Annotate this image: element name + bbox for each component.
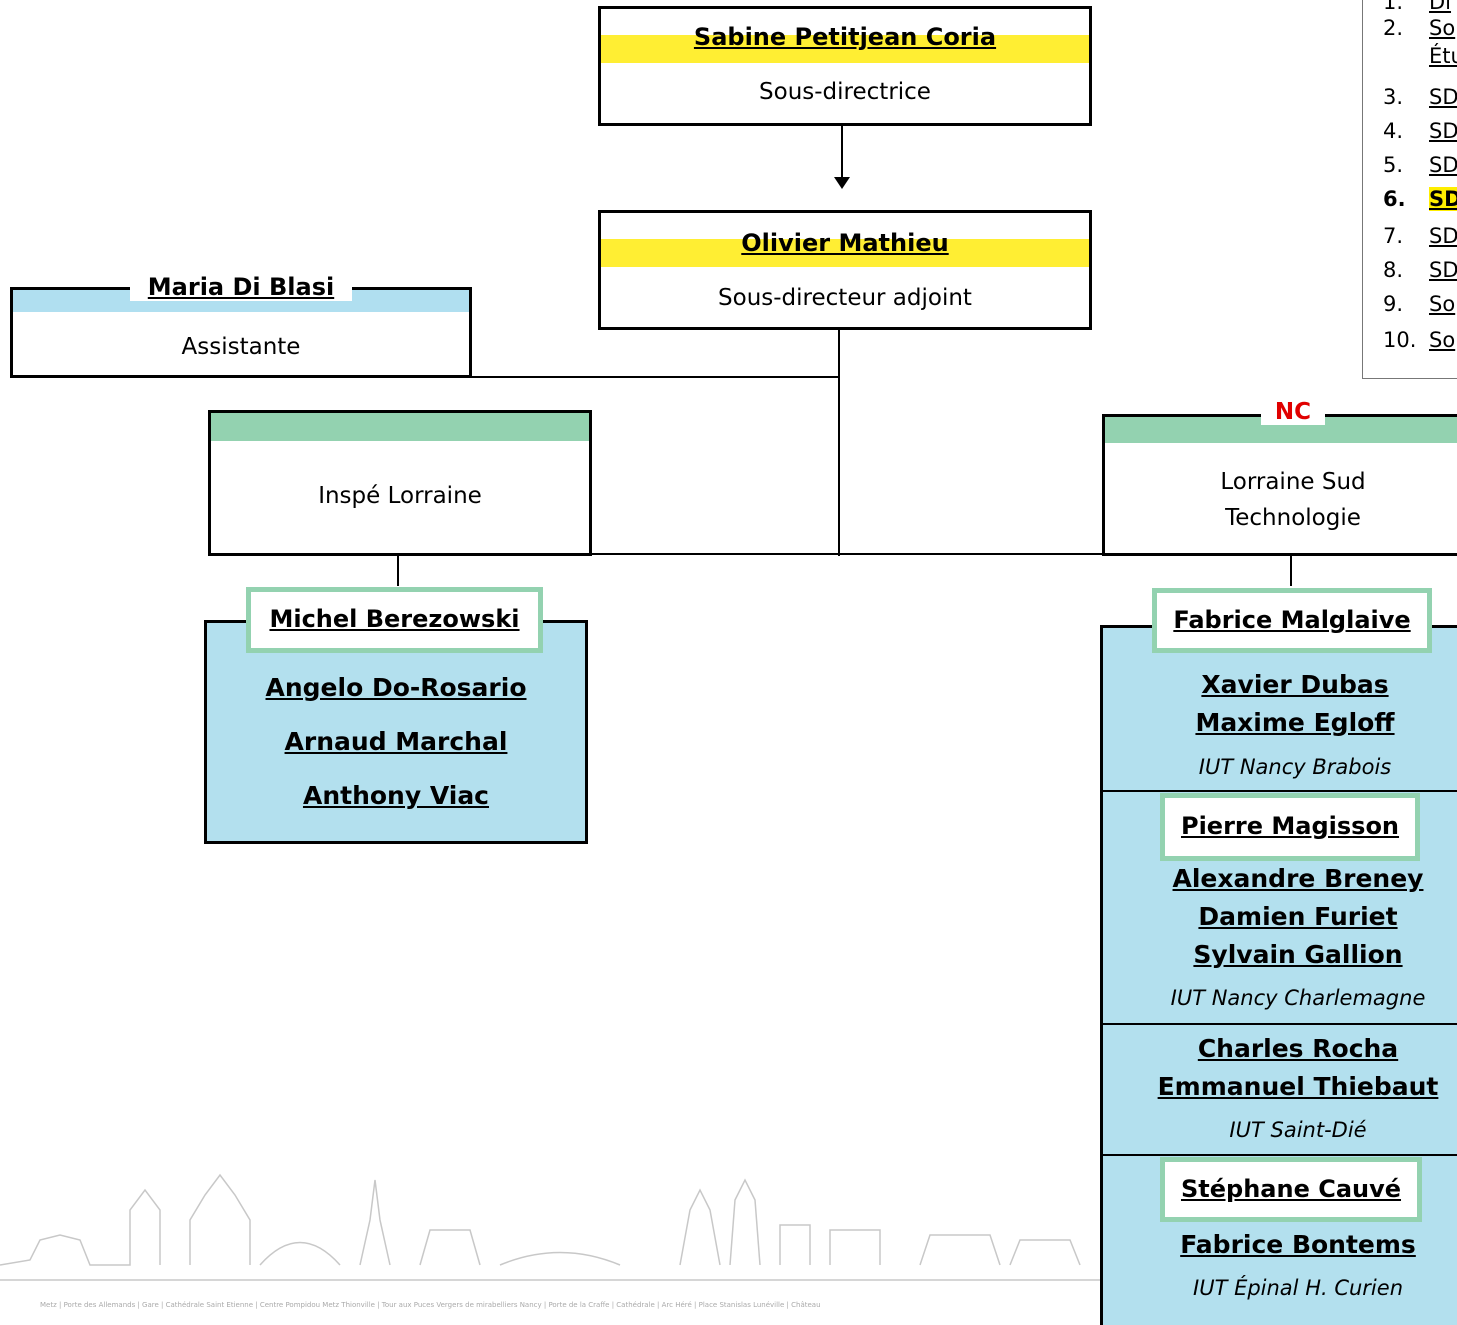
member-name[interactable]: Anthony Viac	[302, 781, 490, 810]
director-role: Sous-directrice	[759, 79, 931, 105]
connector-deputy-trunk	[838, 330, 840, 556]
director-band	[601, 35, 1089, 63]
group-separator	[1103, 1023, 1457, 1025]
member-name[interactable]: Sylvain Gallion	[1193, 940, 1403, 969]
toc-item-1[interactable]: 1.Di	[1383, 0, 1452, 14]
toc-item-9[interactable]: 9.So	[1383, 292, 1456, 316]
member-name[interactable]: Charles Rocha	[1197, 1034, 1399, 1063]
site-label: IUT Épinal H. Curien	[1193, 1276, 1403, 1300]
connector-lst-team	[1290, 556, 1292, 586]
connector-assistant	[472, 376, 840, 378]
toc-item-3[interactable]: 3.SD	[1383, 85, 1457, 109]
connector-units	[590, 553, 1106, 555]
team-lead-name[interactable]: Pierre Magisson	[1180, 812, 1400, 840]
subteam-lead-epinal: Stéphane Cauvé	[1160, 1157, 1422, 1222]
unit-box-inspe: Inspé Lorraine	[208, 410, 592, 556]
group-separator	[1103, 1154, 1457, 1156]
site-label: IUT Nancy Charlemagne	[1170, 986, 1426, 1010]
unit-title-line2: Technologie	[1225, 505, 1361, 531]
member-name[interactable]: Damien Furiet	[1198, 902, 1398, 931]
assistant-band	[13, 290, 469, 312]
team-lead-name[interactable]: Stéphane Cauvé	[1180, 1175, 1402, 1203]
member-name[interactable]: Fabrice Bontems	[1180, 1230, 1416, 1259]
assistant-box: Maria Di Blasi Assistante	[10, 273, 472, 378]
unit-title-inspe: Inspé Lorraine	[318, 483, 482, 509]
site-label: IUT Nancy Brabois	[1198, 755, 1392, 779]
member-name[interactable]: Angelo Do-Rosario	[265, 673, 527, 702]
skyline-caption: Metz | Porte des Allemands | Gare | Cath…	[40, 1301, 821, 1309]
director-box: Sabine Petitjean Coria Sous-directrice	[598, 6, 1092, 126]
deputy-name[interactable]: Olivier Mathieu	[741, 229, 949, 257]
toc-item-5[interactable]: 5.SD	[1383, 153, 1457, 177]
toc-item-10[interactable]: 10.So	[1383, 328, 1456, 352]
unit-tag-nc: NC	[1260, 399, 1326, 425]
table-of-contents: 1.Di 2.So Étu 3.SD 4.SD 5.SD 6.SD 7.SD 8…	[1362, 0, 1457, 379]
deputy-band	[601, 239, 1089, 267]
toc-item-6-active[interactable]: 6.SD	[1383, 187, 1457, 211]
unit-box-lst: NC Lorraine Sud Technologie	[1102, 399, 1457, 556]
unit-band-inspe	[211, 413, 589, 441]
member-name[interactable]: Emmanuel Thiebaut	[1157, 1072, 1439, 1101]
assistant-name[interactable]: Maria Di Blasi	[129, 273, 353, 301]
team-box-inspe: Angelo Do-Rosario Arnaud Marchal Anthony…	[204, 620, 588, 844]
toc-item-2-continued[interactable]: Étu	[1429, 44, 1457, 68]
deputy-role: Sous-directeur adjoint	[718, 285, 972, 311]
site-label: IUT Saint-Dié	[1229, 1118, 1367, 1142]
member-name[interactable]: Alexandre Breney	[1172, 864, 1424, 893]
group-separator	[1103, 790, 1457, 792]
toc-item-8[interactable]: 8.SD	[1383, 258, 1457, 282]
city-skyline-illustration	[0, 1173, 1100, 1281]
team-lead-name[interactable]: Michel Berezowski	[269, 605, 520, 633]
toc-item-7[interactable]: 7.SD	[1383, 224, 1457, 248]
assistant-role: Assistante	[181, 334, 301, 360]
member-name[interactable]: Arnaud Marchal	[284, 727, 508, 756]
toc-item-4[interactable]: 4.SD	[1383, 119, 1457, 143]
deputy-box: Olivier Mathieu Sous-directeur adjoint	[598, 210, 1092, 330]
member-name[interactable]: Xavier Dubas	[1201, 670, 1389, 699]
subteam-lead-charlemagne: Pierre Magisson	[1160, 793, 1420, 861]
toc-item-2[interactable]: 2.So	[1383, 16, 1456, 40]
connector-director-deputy	[841, 126, 843, 178]
team-lead-inspe: Michel Berezowski	[246, 587, 543, 653]
team-lead-lst: Fabrice Malglaive	[1152, 588, 1432, 653]
connector-inspe-team	[397, 556, 399, 586]
director-name[interactable]: Sabine Petitjean Coria	[693, 23, 997, 51]
arrow-down-icon	[834, 177, 850, 189]
team-lead-name[interactable]: Fabrice Malglaive	[1173, 606, 1411, 634]
member-name[interactable]: Maxime Egloff	[1195, 708, 1395, 737]
unit-title-line1: Lorraine Sud	[1220, 469, 1366, 495]
